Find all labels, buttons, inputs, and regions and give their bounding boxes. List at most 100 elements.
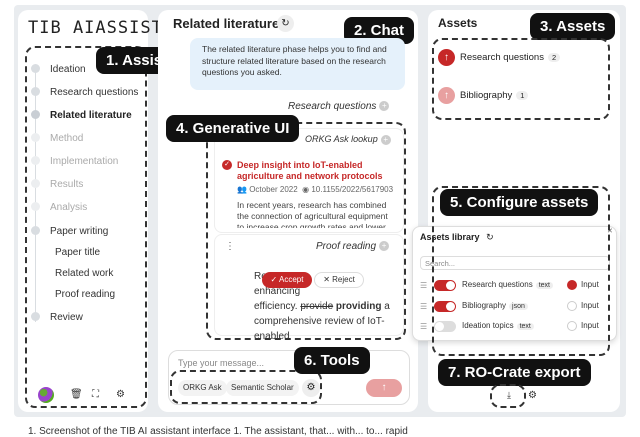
drag-handle-icon[interactable]: ☰ (420, 281, 428, 290)
pill-label: Research questions (288, 101, 377, 112)
library-name-text: Research questions (462, 280, 533, 289)
tool-orkg-ask[interactable]: ORKG Ask (178, 380, 227, 396)
input-radio[interactable] (567, 280, 577, 290)
gear-icon[interactable]: ⚙ (116, 389, 125, 400)
drag-handle-icon[interactable]: ☰ (420, 322, 428, 331)
sidebar-item-results[interactable]: Results (50, 179, 84, 190)
send-button[interactable]: ↑ (366, 379, 402, 397)
step-dot (31, 226, 40, 235)
trash-icon[interactable]: 🗑 (70, 389, 83, 400)
callout-tools: 6. Tools (294, 347, 370, 374)
sidebar-item-review[interactable]: Review (50, 312, 83, 323)
reject-button[interactable]: ✕ Reject (314, 272, 364, 288)
asset-count: 1 (516, 91, 529, 100)
assets-title: Assets (438, 16, 478, 30)
step-dot (31, 179, 40, 188)
proof-reading-label: Proof reading+ (316, 241, 390, 252)
orkg-label-text: ORKG Ask lookup (305, 134, 378, 144)
generative-ui-outline (206, 122, 406, 340)
intro-message: The related literature phase helps you t… (190, 38, 405, 90)
proof-word: a (384, 301, 390, 312)
arrow-up-icon: ↑ (438, 49, 455, 66)
assets-outline (432, 38, 610, 120)
orkg-card (214, 128, 404, 233)
refresh-icon[interactable]: ↻ (486, 232, 494, 242)
paper-abstract: In recent years, research has combined t… (237, 200, 388, 228)
callout-generative-ui: 4. Generative UI (166, 115, 300, 142)
toggle-knob (446, 281, 455, 290)
figure-caption: 1. Screenshot of the TIB AI assistant in… (28, 426, 408, 437)
library-title-text: Assets library (420, 232, 480, 242)
research-questions-pill[interactable]: Research questions+ (288, 101, 390, 112)
check-icon[interactable]: ✓ (222, 160, 232, 170)
library-name-text: Ideation topics (462, 321, 514, 330)
paper-doi: 10.1155/2022/5617903 (311, 185, 394, 194)
toggle-switch[interactable] (434, 321, 456, 332)
plus-icon[interactable]: + (379, 241, 390, 252)
plus-icon[interactable]: + (380, 134, 391, 145)
drag-handle-icon[interactable]: ☰ (420, 302, 428, 311)
proof-label-text: Proof reading (316, 241, 377, 252)
proof-line: efficiency. provide providing a (254, 299, 404, 314)
configure-assets-outline (432, 186, 610, 356)
paper-date: October 2022 (249, 185, 298, 194)
deleted-word: provide (300, 301, 334, 312)
accept-button[interactable]: ✓ Accept (262, 272, 312, 288)
intro-text: The related literature phase helps you t… (202, 44, 387, 77)
reject-label: Reject (332, 275, 355, 284)
sidebar-item-related-literature[interactable]: Related literature (50, 110, 132, 121)
page-title: Related literature (173, 16, 280, 31)
avatar[interactable] (38, 387, 54, 403)
tools-gear-icon[interactable]: ⚙ (302, 379, 320, 397)
sidebar-subitem-related-work[interactable]: Related work (55, 268, 114, 279)
accept-label: Accept (279, 275, 304, 284)
asset-name: Research questions (460, 52, 544, 63)
message-placeholder[interactable]: Type your message... (178, 358, 265, 368)
step-dot (31, 202, 40, 211)
sidebar-item-ideation[interactable]: Ideation (50, 64, 86, 75)
callout-ro-crate: 7. RO-Crate export (438, 359, 591, 386)
input-label: Input (581, 280, 599, 289)
input-label: Input (581, 301, 599, 310)
input-label: Input (581, 321, 599, 330)
sidebar-item-research-questions[interactable]: Research questions (50, 87, 139, 98)
toggle-knob (435, 322, 444, 331)
step-dot (31, 110, 40, 119)
sidebar-panel (18, 10, 148, 412)
sidebar-item-paper-writing[interactable]: Paper writing (50, 226, 109, 237)
refresh-icon[interactable]: ↻ (277, 15, 294, 32)
arrow-up-icon: ↑ (438, 87, 455, 104)
sidebar-item-method[interactable]: Method (50, 133, 84, 144)
tool-semantic-scholar[interactable]: Semantic Scholar (226, 380, 299, 396)
step-dot (31, 312, 40, 321)
input-radio[interactable] (567, 301, 577, 311)
sidebar-item-analysis[interactable]: Analysis (50, 202, 88, 213)
tools-outline (170, 370, 322, 404)
sidebar-item-implementation[interactable]: Implementation (50, 156, 119, 167)
fullscreen-icon[interactable]: ⛶ (92, 389, 99, 400)
step-dot (31, 133, 40, 142)
sidebar-subitem-paper-title[interactable]: Paper title (55, 247, 101, 258)
paper-title[interactable]: Deep insight into IoT-enabled agricultur… (237, 160, 383, 181)
download-icon[interactable]: ⤓ (507, 390, 511, 400)
asset-name: Bibliography (460, 90, 513, 101)
assistants-outline (25, 46, 147, 408)
gear-icon[interactable]: ⚙ (528, 390, 537, 401)
link-icon: ◉ (302, 185, 310, 194)
sidebar-subitem-proof-reading[interactable]: Proof reading (55, 289, 116, 300)
menu-dots-icon[interactable]: ⋮ (225, 241, 235, 252)
callout-configure-assets: 5. Configure assets (440, 189, 599, 216)
proof-word: efficiency. (254, 301, 298, 312)
proof-line: comprehensive review of IoT- (254, 316, 385, 327)
library-title: Assets library ↻ (420, 232, 494, 243)
toggle-switch[interactable] (434, 301, 456, 312)
orkg-lookup-label: ORKG Ask lookup+ (305, 134, 391, 145)
people-icon: 👥 (237, 185, 247, 194)
input-radio[interactable] (567, 321, 577, 331)
toggle-switch[interactable] (434, 280, 456, 291)
